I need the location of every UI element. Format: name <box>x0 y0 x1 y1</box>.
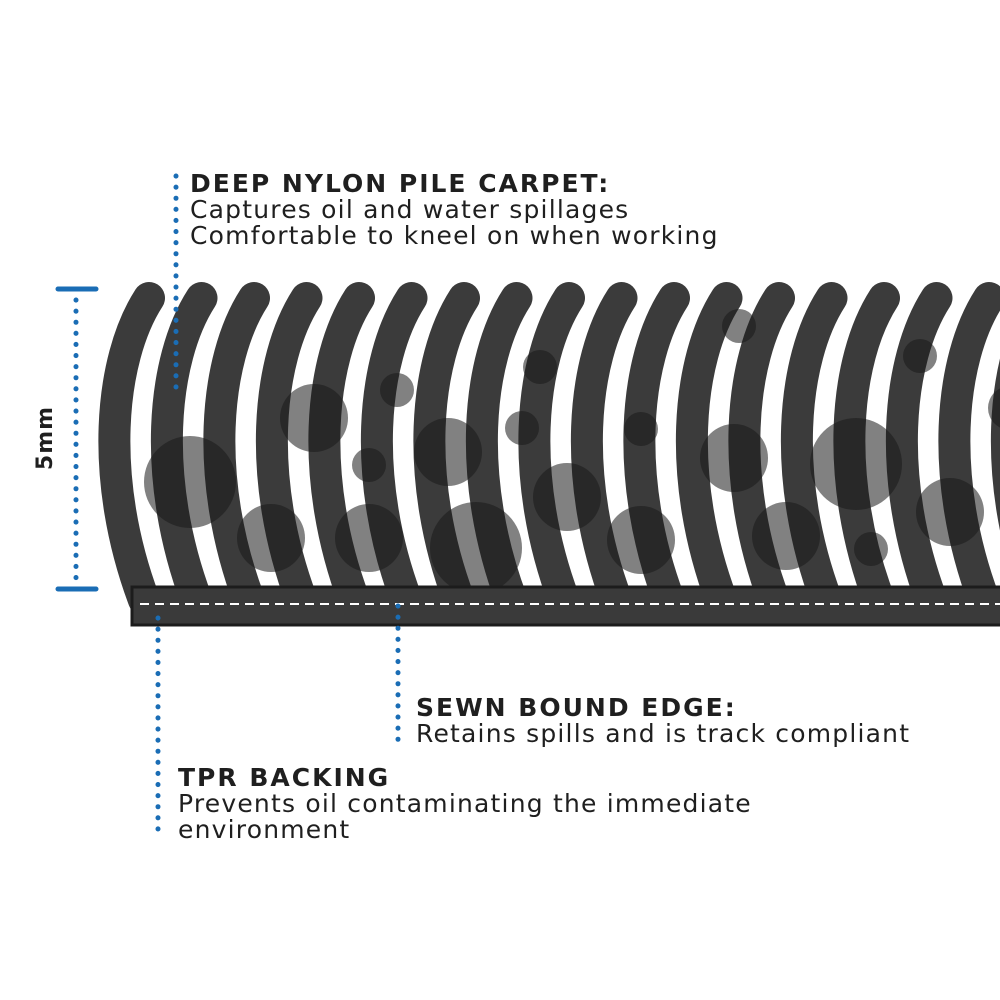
carpet-callout-line-1: Captures oil and water spillages <box>190 195 630 224</box>
oil-droplet <box>624 412 658 446</box>
edge-callout: SEWN BOUND EDGE: Retains spills and is t… <box>416 694 910 747</box>
oil-droplet <box>335 504 403 572</box>
oil-droplet <box>237 504 305 572</box>
pile-fibre <box>518 282 585 616</box>
oil-droplet <box>700 424 768 492</box>
oil-droplet <box>505 411 539 445</box>
pile-fibre <box>98 282 165 616</box>
backing-callout: TPR BACKING Prevents oil contaminating t… <box>178 764 752 843</box>
oil-droplet <box>430 502 522 594</box>
pile-fibre <box>938 282 1000 616</box>
backing-callout-line-1: Prevents oil contaminating the immediate <box>178 789 752 818</box>
tpr-backing-strip <box>130 585 1000 627</box>
backing-callout-title: TPR BACKING <box>178 763 391 792</box>
pile-fibre <box>570 282 638 616</box>
oil-droplet <box>810 418 902 510</box>
backing-callout-line-2: environment <box>178 815 351 844</box>
pile-fibre <box>675 282 743 616</box>
oil-droplet <box>607 506 675 574</box>
oil-droplet <box>380 373 414 407</box>
oil-droplet <box>533 463 601 531</box>
edge-callout-line-1: Retains spills and is track compliant <box>416 719 911 748</box>
edge-callout-title: SEWN BOUND EDGE: <box>416 693 737 722</box>
oil-droplet <box>144 436 236 528</box>
carpet-callout: DEEP NYLON PILE CARPET: Captures oil and… <box>190 170 719 249</box>
pile-fibre <box>150 282 218 616</box>
oil-droplet <box>903 339 937 373</box>
oil-droplet <box>722 309 756 343</box>
carpet-callout-title: DEEP NYLON PILE CARPET: <box>190 169 611 198</box>
oil-droplet <box>916 478 984 546</box>
oil-droplet <box>352 448 386 482</box>
oil-droplets <box>144 309 1000 594</box>
dimension-text: 5mm <box>33 406 58 470</box>
oil-droplet <box>280 384 348 452</box>
oil-droplet <box>988 388 1000 428</box>
oil-droplet <box>752 502 820 570</box>
oil-droplet <box>414 418 482 486</box>
pile-fibre <box>885 282 953 616</box>
pile-fibre <box>203 282 270 616</box>
carpet-callout-line-2: Comfortable to kneel on when working <box>190 221 719 250</box>
oil-droplet <box>523 350 557 384</box>
oil-droplet <box>854 532 888 566</box>
